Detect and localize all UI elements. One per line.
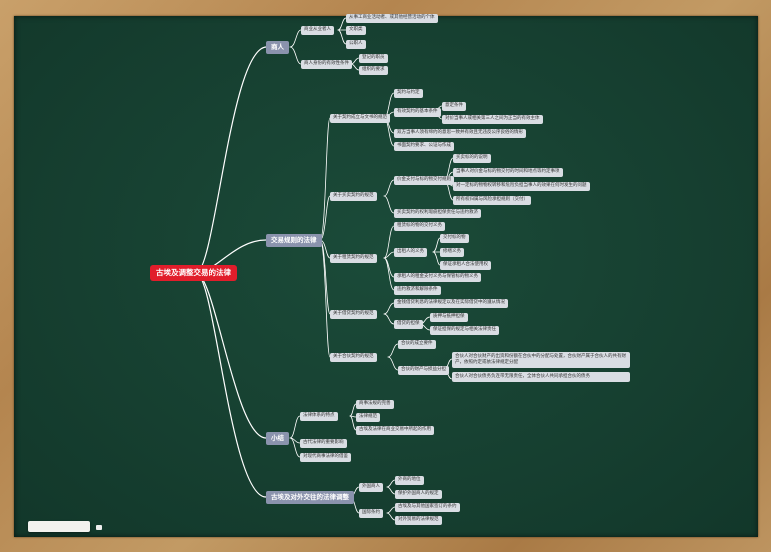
node-partnership-property[interactable]: 合伙的财产与损益分担	[398, 366, 449, 375]
node-merchant-leaf[interactable]: 组织的要求	[359, 66, 388, 75]
node-contract-leaf[interactable]: 双方当事人须有缔约的意思一致并有效且无违反公序良俗的情形	[394, 129, 526, 138]
node-summary-leaf[interactable]: 商事法规的完善	[356, 400, 394, 409]
chalkboard	[14, 16, 758, 537]
chalk-piece	[96, 525, 102, 530]
node-contract-leaf[interactable]: 意定条件	[442, 102, 466, 111]
node-summary-influence[interactable]: 古代法律的重要影响	[300, 439, 347, 448]
node-sales-leaf[interactable]: 对一定标的物物权转移和危险负担当事人的效果在何时发生的问题	[453, 182, 590, 191]
node-sales-leaf[interactable]: 所有权归属与风险承担规则（交付）	[453, 196, 531, 205]
node-sales-leaf[interactable]: 当事人对价金与标的物交付的时间和地点等约定事项	[453, 168, 563, 177]
node-loan-contract[interactable]: 关于借贷契约的规范	[330, 310, 377, 319]
node-lease-contract[interactable]: 关于租赁契约的规范	[330, 254, 377, 263]
node-summary-features[interactable]: 法律体系的特点	[300, 412, 338, 421]
branch-foreign[interactable]: 古埃及对外交往的法律调整	[266, 491, 354, 504]
node-merchant-conditions[interactable]: 商人身份的有效性条件	[301, 60, 352, 69]
node-summary-reference[interactable]: 对现代商事法律的借鉴	[300, 453, 351, 462]
node-foreign-leaf[interactable]: 对外贸易的法律规范	[395, 516, 442, 525]
branch-summary[interactable]: 小结	[266, 432, 289, 445]
node-lease-leaf[interactable]: 修缮义务	[440, 248, 464, 257]
node-contract-valid-conditions[interactable]: 有效契约的基本条件	[394, 108, 441, 117]
branch-transactions[interactable]: 交易规则的法律	[266, 234, 322, 247]
node-sales-payment[interactable]: 价金支付与标的物交付规则	[394, 176, 454, 185]
node-lease-leaf[interactable]: 交付标的物	[440, 234, 469, 243]
node-summary-leaf[interactable]: 法律规范	[356, 413, 380, 422]
node-partnership-leaf[interactable]: 合伙的成立要件	[398, 340, 436, 349]
node-foreign-leaf[interactable]: 保护外国商人的规定	[395, 490, 442, 499]
node-merchant-leaf[interactable]: 从事工商业活动者、或其他经营活动的个体	[346, 14, 438, 23]
node-lease-leaf[interactable]: 保证承租人合法使用权	[440, 261, 491, 270]
node-foreign-leaf[interactable]: 古埃及与其他国家签订的条约	[395, 503, 460, 512]
root-node[interactable]: 古埃及调整交易的法律	[150, 265, 237, 281]
node-loan-guarantee[interactable]: 借贷的担保	[394, 320, 423, 329]
node-merchant-leaf[interactable]: 公职人	[346, 40, 366, 49]
node-partnership-leaf[interactable]: 合伙人对合伙财产的出资和份额在合伙中的分配与处置，合伙财产属于合伙人的共有财产，…	[452, 352, 630, 368]
node-merchant-leaf[interactable]: 文职类	[346, 26, 366, 35]
node-foreign-leaf[interactable]: 外商的地位	[395, 476, 424, 485]
node-contract-leaf[interactable]: 对价当事人或相关第三人之间为正当的有效主体	[442, 115, 543, 124]
node-merchant-leaf[interactable]: 登记的职员	[359, 54, 388, 63]
node-foreign-merchants[interactable]: 外国商人	[359, 483, 383, 492]
node-contract-leaf[interactable]: 契约与约定	[394, 89, 423, 98]
node-loan-leaf[interactable]: 保证担保的规定与相关法律责任	[430, 326, 499, 335]
node-lease-leaf[interactable]: 租赁标的物的交付义务	[394, 222, 445, 231]
node-contract-leaf[interactable]: 书面契约要求、公证与作成	[394, 142, 454, 151]
branch-merchant[interactable]: 商人	[266, 41, 289, 54]
node-sales-contract[interactable]: 关于买卖契约的规范	[330, 192, 377, 201]
node-partnership-contract[interactable]: 关于合伙契约的规范	[330, 353, 377, 362]
node-loan-leaf[interactable]: 质押与抵押担保	[430, 313, 468, 322]
node-foreign-treaties[interactable]: 国际条约	[359, 509, 383, 518]
node-contract-formation[interactable]: 关于契约成立与文书的规范	[330, 114, 390, 123]
node-merchant-practitioners[interactable]: 商业从业者人	[301, 26, 334, 35]
node-lease-leaf[interactable]: 违约救济和解除条件	[394, 286, 441, 295]
eraser	[28, 521, 90, 532]
node-sales-leaf[interactable]: 买卖契约的权利瑕疵担保责任与违约救济	[394, 209, 481, 218]
node-partnership-leaf[interactable]: 合伙人对合伙债务负连带无限责任，全体合伙人共同承担合伙的债务	[452, 372, 630, 382]
link-root-foreign	[195, 272, 267, 498]
node-summary-leaf[interactable]: 古埃及法律在商业交易中所起的作用	[356, 426, 434, 435]
link-root-merchant	[195, 46, 267, 274]
node-sales-leaf[interactable]: 买卖标的的说明	[453, 154, 491, 163]
node-loan-leaf[interactable]: 金钱借贷利息的法律规定以及在实际借贷中的遵从情况	[394, 299, 508, 308]
node-lease-leaf[interactable]: 承租人的租金支付义务与保管标的物义务	[394, 273, 481, 282]
node-lessor-duties[interactable]: 出租人的义务	[394, 248, 427, 257]
link-root-summary	[195, 272, 267, 439]
